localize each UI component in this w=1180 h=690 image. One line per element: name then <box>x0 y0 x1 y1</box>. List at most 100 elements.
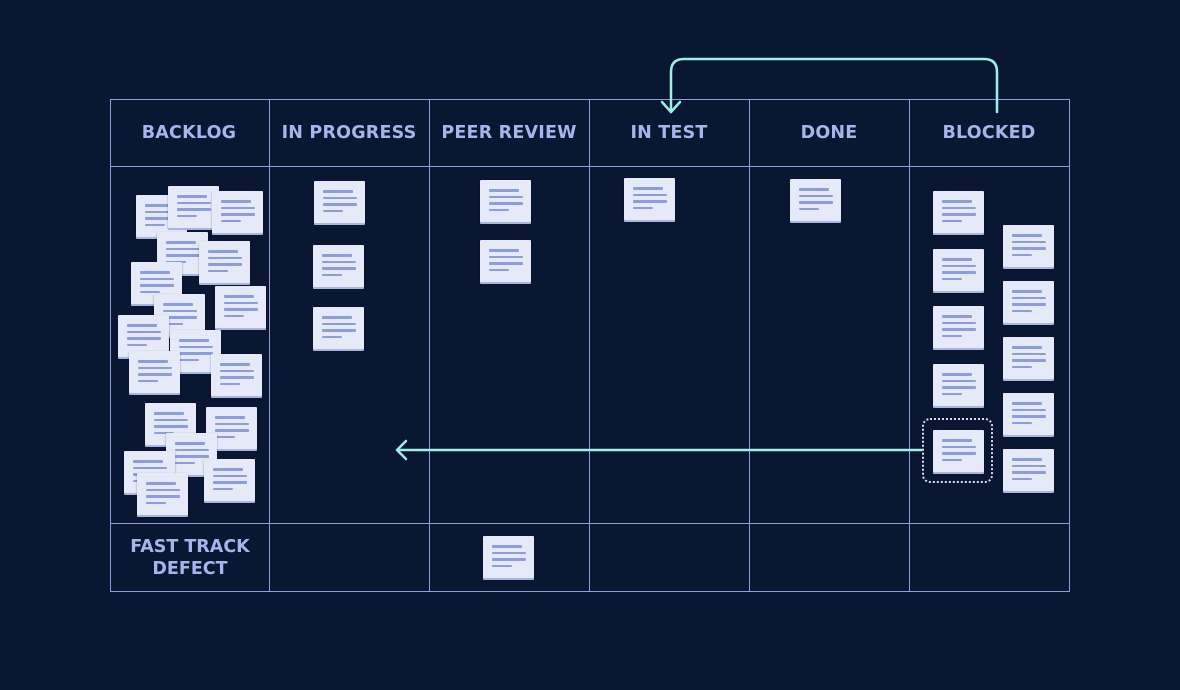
card-text-line <box>942 328 976 331</box>
card-text-line <box>213 468 243 471</box>
card-text-line <box>1012 477 1032 480</box>
card-blocked[interactable] <box>933 430 984 472</box>
card-text-line <box>224 301 258 304</box>
column-divider <box>429 99 430 592</box>
card-backlog[interactable] <box>199 241 250 283</box>
card-text-line <box>942 334 962 337</box>
card-text-line <box>489 268 509 271</box>
card-text-line <box>208 250 238 253</box>
column-header-done: DONE <box>800 123 858 143</box>
card-text-line <box>213 487 233 490</box>
card-text-line <box>166 241 196 244</box>
card-text-line <box>633 193 667 196</box>
card-text-line <box>322 267 356 270</box>
card-text-line <box>799 188 829 191</box>
card-text-line <box>138 373 172 376</box>
card-text-line <box>215 416 245 419</box>
card-backlog[interactable] <box>168 186 219 228</box>
card-backlog[interactable] <box>215 286 266 328</box>
card-text-line <box>942 439 972 442</box>
card-text-line <box>323 209 343 212</box>
card-text-line <box>133 460 163 463</box>
card-text-line <box>942 200 972 203</box>
card-text-line <box>154 431 174 434</box>
card-text-line <box>942 315 972 318</box>
card-backlog[interactable] <box>137 473 188 515</box>
card-text-line <box>1012 240 1046 243</box>
card-text-line <box>145 217 179 220</box>
card-text-line <box>179 358 199 361</box>
card-blocked[interactable] <box>1003 337 1054 379</box>
card-text-line <box>163 303 193 306</box>
card-text-line <box>154 412 184 415</box>
card-done[interactable] <box>790 179 841 221</box>
card-text-line <box>215 429 249 432</box>
card-text-line <box>224 295 254 298</box>
card-blocked[interactable] <box>933 249 984 291</box>
card-text-line <box>208 269 228 272</box>
card-blocked[interactable] <box>1003 449 1054 491</box>
card-blocked[interactable] <box>1003 225 1054 267</box>
card-text-line <box>163 322 183 325</box>
card-text-line <box>323 196 357 199</box>
card-text-line <box>145 223 165 226</box>
board-grid <box>110 99 1070 592</box>
column-header-in-progress: IN PROGRESS <box>281 123 417 143</box>
card-blocked[interactable] <box>933 364 984 406</box>
card-fast-track-peer-review[interactable] <box>483 536 534 578</box>
card-text-line <box>1012 247 1046 250</box>
card-backlog[interactable] <box>129 351 180 393</box>
card-text-line <box>322 329 356 332</box>
card-text-line <box>1012 402 1042 405</box>
card-text-line <box>942 219 962 222</box>
card-in-progress[interactable] <box>313 245 364 287</box>
card-backlog[interactable] <box>211 354 262 396</box>
card-text-line <box>224 308 258 311</box>
card-text-line <box>322 322 356 325</box>
card-text-line <box>163 316 197 319</box>
card-backlog[interactable] <box>206 407 257 449</box>
card-text-line <box>942 373 972 376</box>
card-text-line <box>138 360 168 363</box>
card-text-line <box>1012 359 1046 362</box>
card-text-line <box>140 277 174 280</box>
card-text-line <box>942 206 976 209</box>
card-text-line <box>1012 464 1046 467</box>
card-blocked[interactable] <box>1003 393 1054 435</box>
card-text-line <box>175 448 209 451</box>
card-in-progress[interactable] <box>314 181 365 223</box>
card-text-line <box>138 366 172 369</box>
column-header-in-test: IN TEST <box>630 123 708 143</box>
card-text-line <box>146 495 180 498</box>
card-text-line <box>177 195 207 198</box>
card-text-line <box>942 213 976 216</box>
card-text-line <box>323 203 357 206</box>
card-text-line <box>942 277 962 280</box>
card-blocked[interactable] <box>933 306 984 348</box>
card-text-line <box>1012 352 1046 355</box>
card-text-line <box>140 271 170 274</box>
column-header-backlog: BACKLOG <box>141 123 237 143</box>
card-backlog[interactable] <box>204 459 255 501</box>
card-text-line <box>1012 290 1042 293</box>
card-backlog[interactable] <box>212 191 263 233</box>
card-text-line <box>1012 234 1042 237</box>
card-peer-review[interactable] <box>480 240 531 282</box>
column-header-blocked: BLOCKED <box>942 123 1036 143</box>
card-peer-review[interactable] <box>480 180 531 222</box>
card-text-line <box>166 254 200 257</box>
card-text-line <box>127 330 161 333</box>
card-text-line <box>1012 303 1046 306</box>
card-text-line <box>489 262 523 265</box>
card-text-line <box>942 379 976 382</box>
column-divider <box>749 99 750 592</box>
card-text-line <box>127 337 161 340</box>
card-in-test[interactable] <box>624 178 675 220</box>
card-backlog[interactable] <box>118 315 169 357</box>
card-in-progress[interactable] <box>313 307 364 349</box>
card-text-line <box>154 425 188 428</box>
card-blocked[interactable] <box>933 191 984 233</box>
card-text-line <box>942 392 962 395</box>
card-blocked[interactable] <box>1003 281 1054 323</box>
